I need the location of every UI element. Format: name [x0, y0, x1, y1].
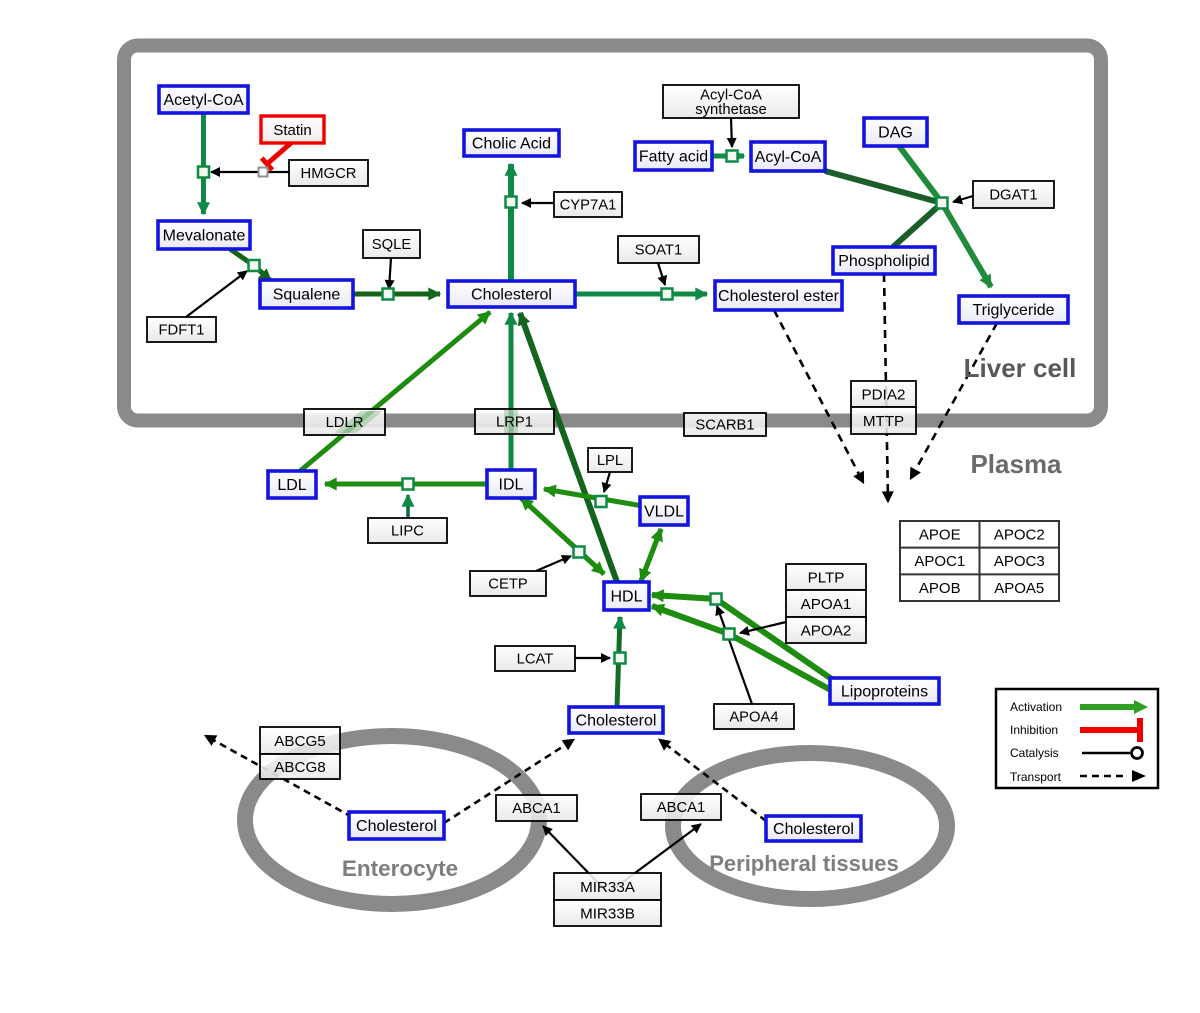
svg-text:APOE: APOE — [919, 527, 961, 544]
svg-text:MTTP: MTTP — [863, 413, 904, 430]
svg-text:APOC3: APOC3 — [994, 553, 1045, 570]
svg-text:LRP1: LRP1 — [496, 415, 533, 431]
svg-text:Plasma: Plasma — [970, 449, 1062, 479]
svg-text:ABCA1: ABCA1 — [657, 800, 706, 816]
svg-text:FDFT1: FDFT1 — [158, 323, 204, 339]
svg-text:IDL: IDL — [499, 477, 524, 494]
svg-text:Catalysis: Catalysis — [1010, 746, 1059, 760]
svg-text:CETP: CETP — [488, 577, 528, 593]
svg-text:Acyl-CoA: Acyl-CoA — [700, 87, 762, 103]
svg-text:LDLR: LDLR — [326, 415, 364, 431]
svg-text:ABCG5: ABCG5 — [274, 733, 326, 750]
svg-text:Liver cell: Liver cell — [964, 353, 1077, 383]
svg-text:Enterocyte: Enterocyte — [342, 856, 458, 881]
svg-text:LDL: LDL — [277, 477, 306, 494]
svg-text:MIR33B: MIR33B — [580, 905, 635, 922]
svg-text:Cholesterol: Cholesterol — [471, 287, 552, 304]
svg-text:Mevalonate: Mevalonate — [163, 228, 246, 245]
svg-text:APOC1: APOC1 — [914, 553, 965, 570]
svg-text:APOA5: APOA5 — [994, 580, 1044, 597]
svg-text:PLTP: PLTP — [808, 569, 845, 586]
svg-text:Lipoproteins: Lipoproteins — [841, 684, 928, 701]
svg-text:APOA1: APOA1 — [801, 596, 852, 613]
svg-text:Squalene: Squalene — [273, 287, 341, 304]
svg-text:HMGCR: HMGCR — [301, 166, 357, 182]
svg-text:SQLE: SQLE — [372, 237, 412, 253]
svg-text:APOB: APOB — [919, 580, 961, 597]
svg-text:Acyl-CoA: Acyl-CoA — [755, 149, 822, 166]
svg-text:PDIA2: PDIA2 — [862, 386, 906, 403]
svg-text:synthetase: synthetase — [695, 102, 767, 118]
svg-text:Fatty acid: Fatty acid — [639, 149, 708, 166]
svg-text:Cholesterol ester: Cholesterol ester — [718, 288, 840, 305]
svg-text:Transport: Transport — [1010, 770, 1062, 784]
svg-text:Activation: Activation — [1010, 700, 1062, 714]
svg-text:SOAT1: SOAT1 — [635, 243, 682, 259]
svg-text:MIR33A: MIR33A — [580, 879, 636, 896]
svg-text:APOA4: APOA4 — [729, 710, 778, 726]
svg-text:HDL: HDL — [610, 589, 642, 606]
svg-text:Phospholipid: Phospholipid — [838, 253, 930, 270]
svg-text:SCARB1: SCARB1 — [695, 418, 754, 434]
svg-text:ABCG8: ABCG8 — [274, 759, 326, 776]
svg-text:ABCA1: ABCA1 — [512, 801, 561, 817]
svg-text:Inhibition: Inhibition — [1010, 723, 1058, 737]
svg-text:Acetyl-CoA: Acetyl-CoA — [163, 92, 243, 109]
svg-text:Cholesterol: Cholesterol — [356, 818, 437, 835]
svg-text:LPL: LPL — [597, 453, 623, 469]
svg-text:APOA2: APOA2 — [801, 622, 852, 639]
svg-text:Triglyceride: Triglyceride — [972, 302, 1054, 319]
svg-text:CYP7A1: CYP7A1 — [560, 198, 617, 214]
svg-text:DAG: DAG — [878, 125, 913, 142]
svg-text:Cholesterol: Cholesterol — [576, 713, 657, 730]
svg-text:LCAT: LCAT — [517, 652, 554, 668]
svg-text:Peripheral tissues: Peripheral tissues — [709, 851, 899, 876]
svg-text:APOC2: APOC2 — [994, 527, 1045, 544]
svg-text:Statin: Statin — [273, 122, 311, 139]
svg-text:VLDL: VLDL — [644, 504, 684, 521]
svg-text:Cholic Acid: Cholic Acid — [472, 136, 551, 153]
svg-text:LIPC: LIPC — [391, 524, 424, 540]
svg-text:Cholesterol: Cholesterol — [773, 821, 854, 838]
svg-text:DGAT1: DGAT1 — [989, 188, 1037, 204]
